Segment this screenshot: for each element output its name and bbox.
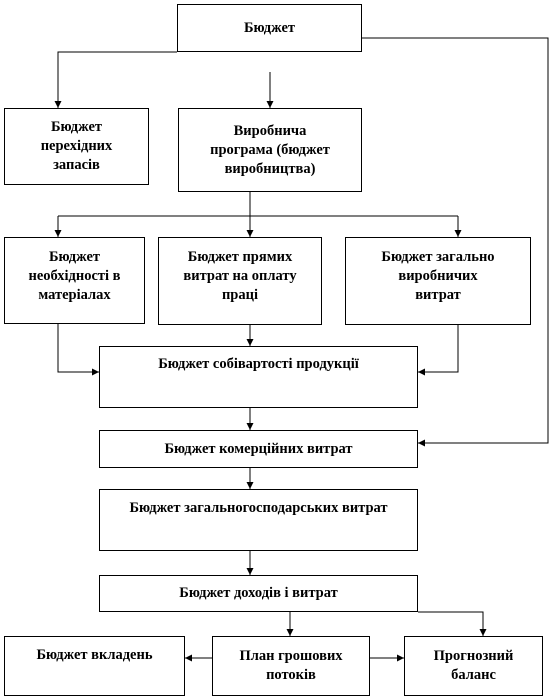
admin-budget-label: Бюджет загальногосподарських витрат	[129, 500, 388, 516]
cashflow-plan-label: План грошових потоків	[239, 648, 343, 683]
arrow-overhead-to-cost	[418, 325, 459, 376]
income-budget-box: Бюджет доходів і витрат	[99, 575, 418, 612]
arrow-income-to-balance	[418, 611, 487, 636]
arrow-materials-to-cost	[57, 324, 99, 376]
investment-budget-box: Бюджет вкладень	[4, 636, 185, 696]
production-program-label: Виробнича програма (бюджет виробництва)	[210, 122, 330, 177]
materials-budget-label: Бюджет необхідності в матеріалах	[28, 249, 121, 303]
production-program-box: Виробнича програма (бюджет виробництва)	[178, 108, 362, 192]
overhead-budget-box: Бюджет загально виробничих витрат	[345, 237, 531, 325]
income-budget-label: Бюджет доходів і витрат	[179, 585, 338, 601]
cashflow-plan-box: План грошових потоків	[212, 636, 370, 696]
cost-budget-label: Бюджет собівартості продукції	[158, 356, 359, 372]
admin-budget-box: Бюджет загальногосподарських витрат	[99, 489, 418, 551]
labor-budget-box: Бюджет прямих витрат на оплату праці	[158, 237, 322, 325]
arrow-budget-to-commercial	[362, 37, 549, 447]
commercial-budget-label: Бюджет комерційних витрат	[164, 440, 353, 457]
inventory-budget-box: Бюджет перехідних запасів	[4, 108, 149, 185]
overhead-budget-label: Бюджет загально виробничих витрат	[381, 249, 495, 303]
materials-budget-box: Бюджет необхідності в матеріалах	[4, 237, 145, 324]
budget-label: Бюджет	[243, 19, 296, 36]
arrow-budget-to-inventory	[54, 51, 177, 108]
forecast-balance-label: Прогнозний баланс	[433, 648, 514, 683]
forecast-balance-box: Прогнозний баланс	[404, 636, 543, 696]
cost-budget-box: Бюджет собівартості продукції	[99, 346, 418, 408]
investment-budget-label: Бюджет вкладень	[36, 647, 153, 663]
commercial-budget-box: Бюджет комерційних витрат	[99, 430, 418, 468]
inventory-budget-label: Бюджет перехідних запасів	[40, 119, 113, 173]
budget-box: Бюджет	[177, 4, 362, 52]
labor-budget-label: Бюджет прямих витрат на оплату праці	[183, 249, 297, 303]
